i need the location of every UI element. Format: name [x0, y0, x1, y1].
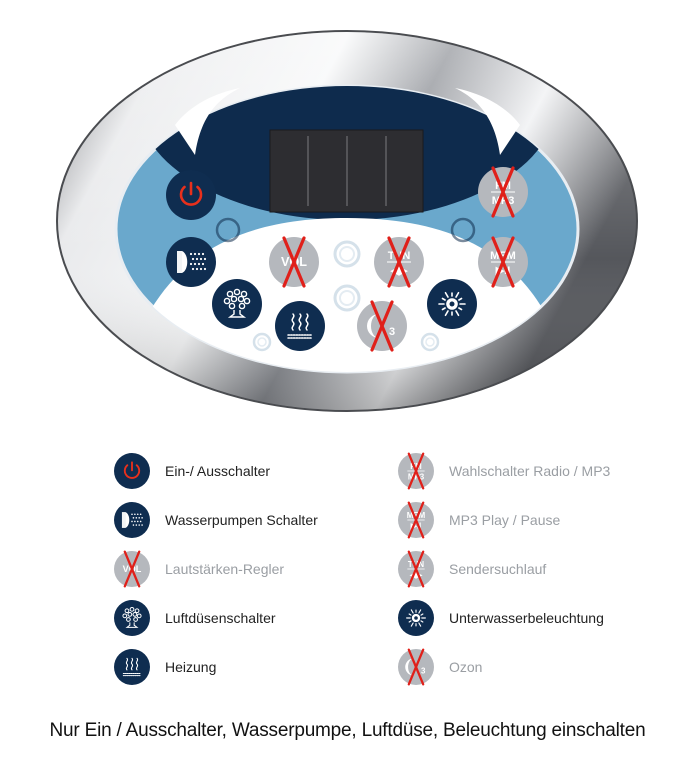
decor-ring [252, 332, 272, 352]
legend-item: Ein-/ Ausschalter [113, 451, 270, 491]
heater-icon [113, 648, 151, 686]
mem-play-icon: MEM ▶II [397, 501, 435, 539]
decor-ring [215, 217, 241, 243]
legend-label: Unterwasserbeleuchtung [449, 610, 604, 626]
power-icon [113, 452, 151, 490]
legend-label: Ozon [449, 659, 483, 675]
display-area [137, 86, 557, 220]
decor-ring [333, 284, 361, 312]
footer-note: Nur Ein / Ausschalter, Wasserpumpe, Luft… [49, 720, 646, 741]
legend-label: Lautstärken-Regler [165, 561, 285, 577]
underwater-light-button[interactable] [427, 279, 477, 329]
svg-text:MP3: MP3 [408, 473, 425, 482]
decor-ring [333, 240, 361, 268]
svg-text:3: 3 [389, 326, 395, 338]
legend-label: Wasserpumpen Schalter [165, 512, 318, 528]
legend-item: VOL Lautstärken-Regler [113, 549, 284, 589]
display-crescent-right [455, 88, 520, 155]
ozone-button[interactable]: 3 [357, 300, 407, 352]
display-crescent-left [175, 88, 240, 155]
legend-item: FM MP3 Wahlschalter Radio / MP3 [397, 451, 610, 491]
legend-label: Ein-/ Ausschalter [165, 463, 271, 479]
svg-text:MEM: MEM [407, 511, 426, 520]
svg-text:FM: FM [410, 462, 422, 471]
svg-text:TUN: TUN [388, 250, 411, 262]
legend-item: 3 Ozon [397, 647, 482, 687]
power-button[interactable] [166, 170, 216, 220]
air-jet-button[interactable] [212, 279, 262, 329]
decor-ring [420, 332, 440, 352]
legend-label: Heizung [165, 659, 217, 675]
svg-text:MEM: MEM [490, 250, 516, 262]
svg-text:3: 3 [421, 666, 426, 675]
air-jet-icon [113, 599, 151, 637]
svg-text:◀▶: ◀▶ [409, 571, 423, 580]
mp3-play-pause-button[interactable]: MEM ▶II [478, 236, 528, 288]
svg-text:▶II: ▶II [410, 522, 421, 531]
volume-button[interactable]: VOL [269, 236, 319, 288]
legend-label: Luftdüsenschalter [165, 610, 276, 626]
station-search-button[interactable]: TUN ◀▶ [374, 236, 424, 288]
legend-label: Wahlschalter Radio / MP3 [449, 463, 611, 479]
water-pump-button[interactable] [166, 237, 216, 287]
legend-label: Sendersuchlauf [449, 561, 547, 577]
volume-icon: VOL [113, 550, 151, 588]
water-pump-icon [113, 501, 151, 539]
panel-button-group: FM MP3 MEM ▶II VOL TUN ◀▶ 3 [166, 166, 528, 352]
ozone-icon: 3 [397, 648, 435, 686]
svg-text:TUN: TUN [408, 560, 425, 569]
spa-control-panel: FM MP3 MEM ▶II VOL TUN ◀▶ 3 [56, 30, 638, 412]
legend-item: Wasserpumpen Schalter [113, 500, 318, 540]
legend-label: MP3 Play / Pause [449, 512, 561, 528]
radio-mp3-selector-button[interactable]: FM MP3 [478, 166, 528, 218]
svg-text:MP3: MP3 [492, 195, 515, 207]
decor-ring [450, 217, 476, 243]
legend-item: MEM ▶II MP3 Play / Pause [397, 500, 560, 540]
legend-item: Luftdüsenschalter [113, 598, 276, 638]
fm-mp3-icon: FM MP3 [397, 452, 435, 490]
light-icon [397, 599, 435, 637]
tune-icon: TUN ◀▶ [397, 550, 435, 588]
heater-button[interactable] [275, 301, 325, 351]
legend-item: Unterwasserbeleuchtung [397, 598, 604, 638]
legend-item: TUN ◀▶ Sendersuchlauf [397, 549, 546, 589]
legend-item: Heizung [113, 647, 216, 687]
